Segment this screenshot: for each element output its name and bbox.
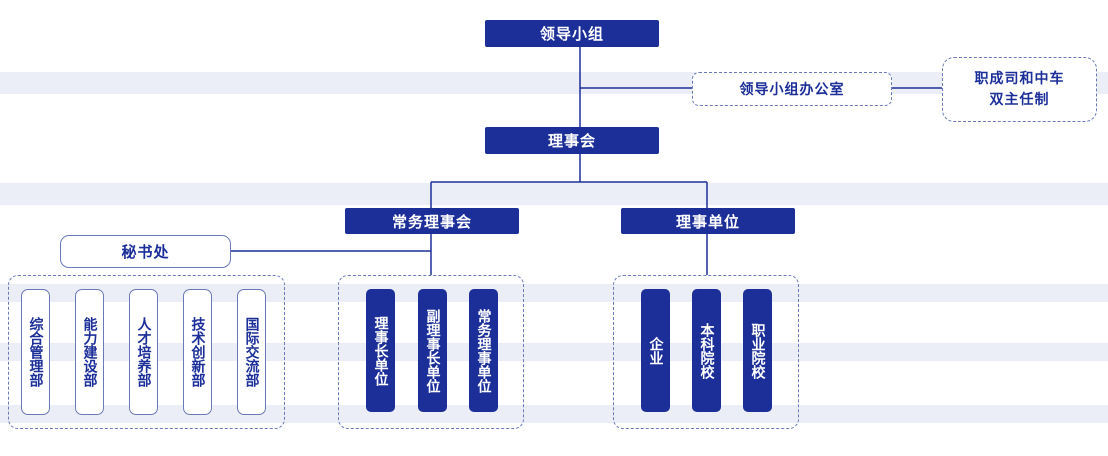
dual-director-line2: 双主任制	[989, 91, 1050, 108]
department-box: 国际交流部	[237, 289, 266, 415]
background-band	[0, 183, 1108, 205]
standing-member-box: 副理事长单位	[418, 289, 447, 412]
unit-type-box: 职业院校	[743, 289, 772, 412]
dual-director-line1: 职成司和中车	[974, 70, 1065, 87]
standing-members-group	[338, 275, 524, 429]
departments-group	[8, 275, 285, 429]
unit-type-box: 企业	[641, 289, 670, 412]
background-band	[0, 343, 1108, 361]
dual-director-note: 职成司和中车 双主任制	[942, 57, 1097, 122]
background-band	[0, 284, 1108, 302]
department-box: 能力建设部	[75, 289, 104, 415]
council-box: 理事会	[485, 127, 659, 154]
standing-council-box: 常务理事会	[345, 208, 519, 234]
secretariat-box: 秘书处	[60, 235, 231, 268]
office-box: 领导小组办公室	[692, 72, 892, 106]
background-band	[0, 405, 1108, 423]
standing-member-box: 常务理事单位	[469, 289, 498, 412]
department-box: 综合管理部	[21, 289, 50, 415]
leading-group-box: 领导小组	[485, 20, 659, 47]
department-box: 人才培养部	[129, 289, 158, 415]
standing-member-box: 理事长单位	[366, 289, 395, 412]
council-units-box: 理事单位	[621, 208, 795, 234]
department-box: 技术创新部	[183, 289, 212, 415]
unit-types-group	[613, 275, 799, 429]
unit-type-box: 本科院校	[692, 289, 721, 412]
